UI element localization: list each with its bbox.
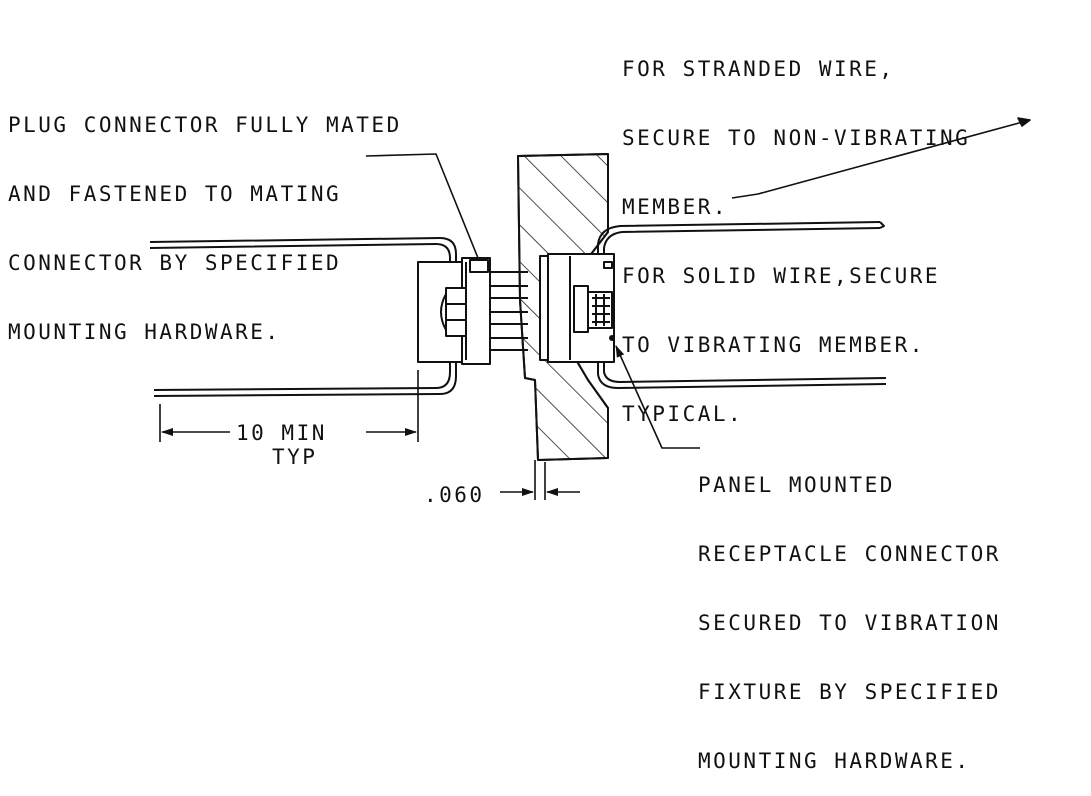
- note-panel-line: SECURED TO VIBRATION: [698, 611, 1001, 635]
- note-wire-line: SECURE TO NON-VIBRATING: [622, 126, 971, 150]
- note-panel-line: RECEPTACLE CONNECTOR: [698, 542, 1001, 566]
- dimension-typ-label: TYP: [272, 445, 318, 469]
- leader-lines: [365, 117, 1031, 449]
- note-plug-line: PLUG CONNECTOR FULLY MATED: [8, 113, 402, 137]
- receptacle-connector: [539, 253, 615, 363]
- note-wire-line: TO VIBRATING MEMBER.: [622, 333, 925, 357]
- connector-vibration-diagram: [149, 117, 1031, 500]
- dimension-ten-min-label: 10 MIN: [236, 421, 327, 445]
- note-panel-line: PANEL MOUNTED: [698, 473, 895, 497]
- receptacle-side-wires: [597, 221, 887, 389]
- ten-min-dimension: [159, 370, 419, 442]
- plug-side-wires: [149, 237, 457, 397]
- note-plug-connector: PLUG CONNECTOR FULLY MATED AND FASTENED …: [8, 68, 402, 367]
- note-wire-line: FOR STRANDED WIRE,: [622, 57, 895, 81]
- thickness-dimension: [500, 460, 580, 500]
- note-plug-line: MOUNTING HARDWARE.: [8, 320, 281, 344]
- note-panel-receptacle: PANEL MOUNTED RECEPTACLE CONNECTOR SECUR…: [698, 428, 1001, 796]
- note-wire-line: TYPICAL.: [622, 402, 744, 426]
- note-plug-line: CONNECTOR BY SPECIFIED: [8, 251, 342, 275]
- dimension-thickness-label: .060: [424, 483, 485, 507]
- note-plug-line: AND FASTENED TO MATING: [8, 182, 342, 206]
- note-panel-line: FIXTURE BY SPECIFIED: [698, 680, 1001, 704]
- note-wire-line: MEMBER.: [622, 195, 729, 219]
- plug-connector: [417, 257, 528, 365]
- note-wire-securing: FOR STRANDED WIRE, SECURE TO NON-VIBRATI…: [622, 12, 970, 449]
- note-wire-line: FOR SOLID WIRE,SECURE: [622, 264, 941, 288]
- note-panel-line: MOUNTING HARDWARE.: [698, 749, 971, 773]
